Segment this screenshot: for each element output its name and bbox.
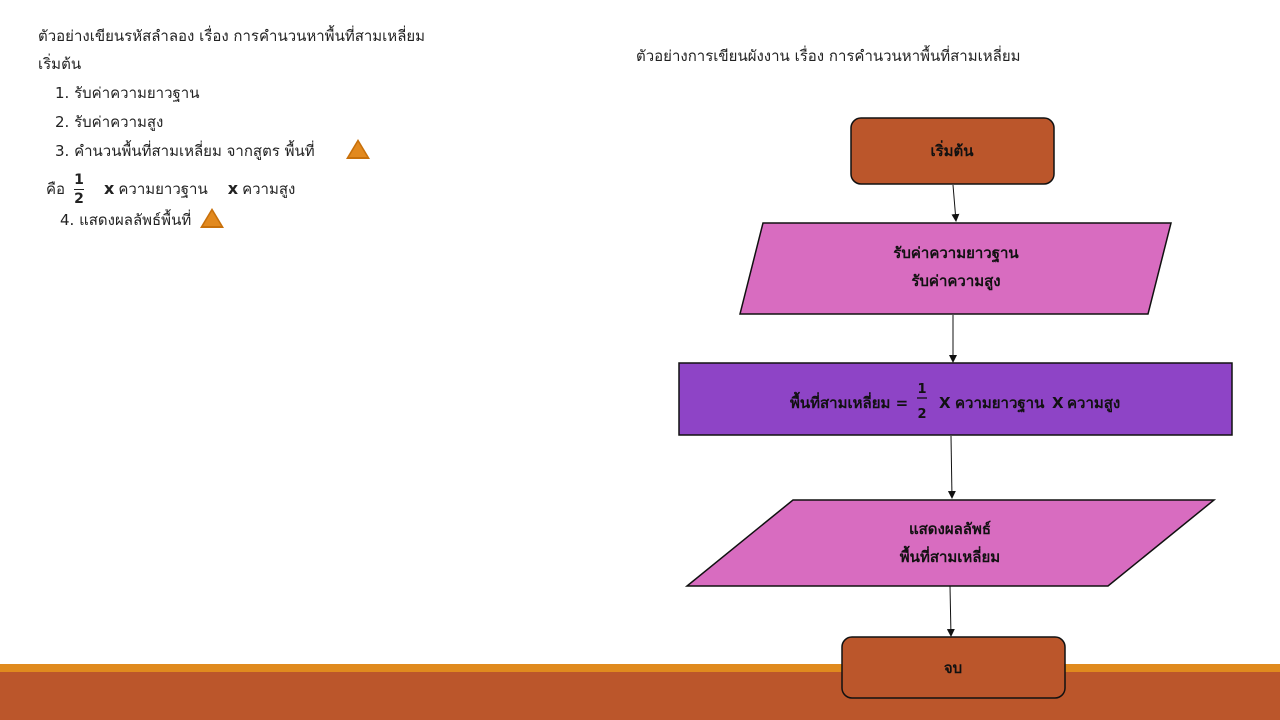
start-terminal: เริ่มต้น (850, 117, 1055, 185)
fraction-denominator: 2 (74, 190, 84, 207)
pseudocode-step-2: 2. รับค่าความสูง (55, 113, 164, 131)
end-terminal: จบ (841, 636, 1066, 699)
input-label-height: รับค่าความสูง (911, 272, 1000, 291)
output-label-area: พื้นที่สามเหลี่ยม (900, 545, 1000, 566)
connector-arrow (947, 435, 956, 499)
output-node: แสดงผลลัพธ์ พื้นที่สามเหลี่ยม (684, 499, 1217, 587)
formula-prefix: คือ (46, 180, 66, 198)
times-symbol: x (227, 179, 239, 198)
formula-fraction: 1 2 (74, 171, 85, 207)
output-label-result: แสดงผลลัพธ์ (909, 520, 991, 538)
pseudocode-start: เริ่มต้น (38, 55, 82, 73)
process-label-prefix: พื้นที่สามเหลี่ยม = (790, 391, 908, 412)
process-node: พื้นที่สามเหลี่ยม = 1 2 X ความยาวฐาน X ค… (678, 362, 1233, 436)
process-fraction-denominator: 2 (917, 407, 926, 422)
fraction-numerator: 1 (74, 171, 84, 188)
footer-accent-stripe (0, 664, 1280, 672)
flowchart-title: ตัวอย่างการเขียนผังงาน เรื่อง การคำนวนหา… (636, 47, 1021, 65)
input-label-base: รับค่าความยาวฐาน (893, 244, 1019, 263)
triangle-icon (200, 208, 224, 228)
process-label-height: ความสูง (1067, 394, 1120, 413)
pseudocode-step-3: 3. คำนวนพื้นที่สามเหลี่ยม จากสูตร พื้นที… (55, 142, 315, 160)
formula-height: ความสูง (242, 180, 296, 198)
pseudocode-step-1: 1. รับค่าความยาวฐาน (55, 84, 200, 102)
fraction-bar (74, 188, 85, 190)
triangle-icon (346, 139, 370, 159)
start-label: เริ่มต้น (930, 140, 974, 160)
process-times-symbol: X (939, 394, 951, 412)
formula-base: ความยาวฐาน (118, 180, 208, 198)
formula-line: คือ 1 2 x ความยาวฐาน x ความสูง (46, 167, 295, 211)
process-label-base: ความยาวฐาน (955, 394, 1045, 413)
pseudocode-step-4: 4. แสดงผลลัพธ์พื้นที่ (60, 211, 192, 229)
process-fraction-numerator: 1 (917, 382, 926, 397)
connector-arrow (951, 184, 960, 222)
connector-arrow (946, 585, 955, 637)
times-symbol: x (104, 179, 115, 198)
process-times-symbol: X (1052, 394, 1064, 412)
footer-band (0, 672, 1280, 720)
input-node: รับค่าความยาวฐาน รับค่าความสูง (739, 222, 1172, 315)
pseudocode-title: ตัวอย่างเขียนรหัสลำลอง เรื่อง การคำนวนหา… (38, 27, 426, 45)
end-label: จบ (944, 659, 962, 677)
